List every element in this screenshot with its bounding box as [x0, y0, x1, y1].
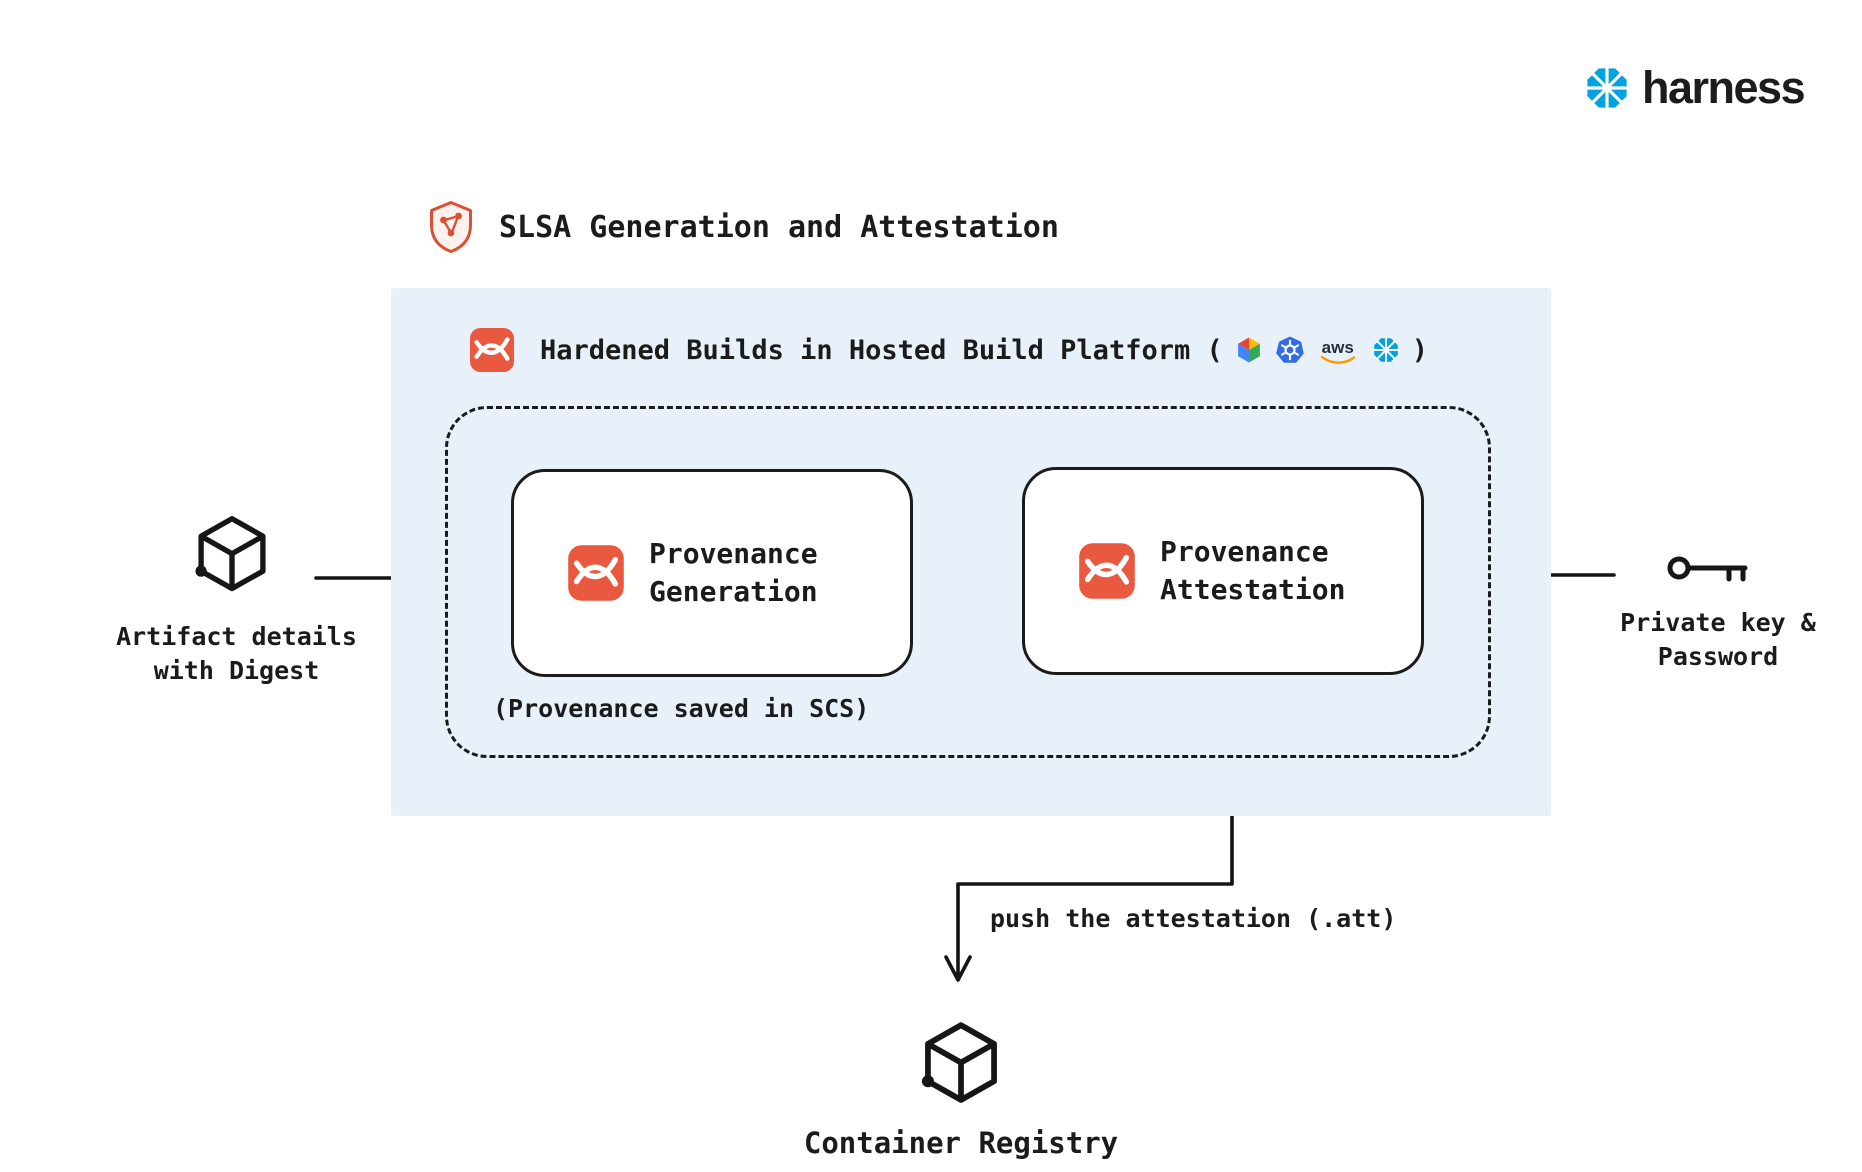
aws-icon: aws — [1316, 337, 1360, 365]
provenance-saved-caption: (Provenance saved in SCS) — [493, 694, 870, 723]
scs-module-icon — [1079, 543, 1135, 599]
private-key-icon — [1667, 556, 1748, 582]
provenance-attestation-label: Provenance Attestation — [1160, 535, 1346, 606]
provenance-generation-step: Provenance Generation — [511, 469, 913, 677]
container-registry-label: Container Registry — [803, 1126, 1119, 1160]
provenance-generation-label: Provenance Generation — [649, 537, 818, 608]
aws-icon-text: aws — [1321, 337, 1354, 357]
diagram-title-text: SLSA Generation and Attestation — [499, 209, 1059, 245]
google-cloud-icon — [1234, 335, 1264, 365]
kubernetes-icon — [1275, 335, 1305, 365]
scs-module-icon — [568, 545, 624, 601]
pipeline-steps-group — [445, 406, 1491, 758]
panel-header-close-paren: ) — [1411, 334, 1428, 366]
container-registry-cube-icon — [921, 1022, 997, 1103]
diagram-title: SLSA Generation and Attestation — [427, 200, 1059, 254]
harness-platform-icon — [1371, 335, 1401, 365]
scs-module-icon — [469, 327, 515, 373]
panel-header: Hardened Builds in Hosted Build Platform… — [469, 324, 1428, 376]
private-key-label: Private key & Password — [1620, 608, 1816, 671]
harness-logo-icon — [1584, 65, 1630, 111]
provenance-attestation-step: Provenance Attestation — [1022, 467, 1424, 675]
panel-header-text: Hardened Builds in Hosted Build Platform… — [540, 334, 1223, 366]
harness-logo: harness — [1582, 62, 1806, 114]
aws-smile-swoosh — [1320, 356, 1355, 365]
push-attestation-label: push the attestation (.att) — [990, 904, 1397, 933]
build-platform-panel: Hardened Builds in Hosted Build Platform… — [391, 288, 1551, 816]
harness-logo-text: harness — [1642, 62, 1806, 113]
slsa-shield-icon — [430, 201, 472, 253]
artifact-cube-icon — [195, 516, 266, 592]
artifact-input-label: Artifact details with Digest — [116, 622, 357, 685]
